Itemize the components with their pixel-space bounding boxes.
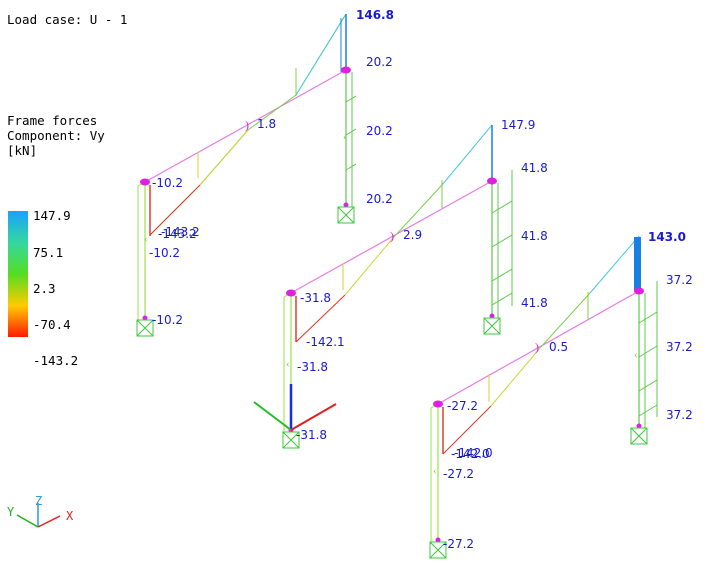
frame-2-left-col-value-3: -31.8 (296, 428, 327, 442)
frame-2-right-col-value-3: 41.8 (521, 296, 548, 310)
legend-tick-max: 147.9 (33, 208, 71, 223)
triad-x-label: X (66, 509, 74, 523)
svg-text:): ) (535, 340, 539, 354)
frame-1-right-col-value-3: 20.2 (366, 192, 393, 206)
frame-1-ridge-mid-value: 1.8 (257, 117, 276, 131)
svg-text:‹: ‹ (286, 358, 290, 370)
frame-3-left-col-value-1: -27.2 (447, 399, 478, 413)
frame-1-left-col-value-3: -10.2 (152, 313, 183, 327)
load-case-label: Load case: U - 1 (7, 12, 128, 27)
frame-2-right-col-value-1: 41.8 (521, 161, 548, 175)
color-scale-bar (8, 211, 28, 337)
frame-1-left-rafter-value: -143.2 (158, 227, 197, 241)
frame-1-right-col-value-1: 20.2 (366, 55, 393, 69)
frame-1: ) ‹ ‹ 146.8 20.2 20.2 20.2 1.8 -10.2 -14… (136, 8, 394, 337)
frame-2-ridge-mid-value: 2.9 (403, 228, 422, 242)
frame-1-right-col-value-2: 20.2 (366, 124, 393, 138)
frame-3-right-col-value-1: 37.2 (666, 273, 693, 287)
frame-2-left-rafter-value: -142.1 (306, 335, 345, 349)
svg-text:‹: ‹ (343, 131, 347, 143)
legend-tick-3: 2.3 (33, 281, 56, 296)
frame-2-left-col-value-2: -31.8 (297, 360, 328, 374)
frame-1-left-rafter-overlap: -143.2 (161, 225, 200, 239)
frame-3: ) ‹ ‹ 143.0 37.2 37.2 37.2 0.5 -27.2 -14… (429, 230, 693, 559)
frame-3-left-col-value-2: -27.2 (443, 467, 474, 481)
frame-2-ridge-top-value: 147.9 (501, 118, 535, 132)
legend-tick-4: -70.4 (33, 317, 71, 332)
frame-3-ridge-mid-value: 0.5 (549, 340, 568, 354)
svg-text:‹: ‹ (433, 465, 437, 477)
frame-3-left-rafter-overlap: -142.0 (454, 446, 493, 460)
legend-component: Component: Vy (7, 128, 105, 143)
frame-3-right-col-value-2: 37.2 (666, 340, 693, 354)
global-axes-gizmo (253, 384, 337, 431)
frame-3-left-col-value-3: -27.2 (443, 537, 474, 551)
frame-3-ridge-top-value: 143.0 (648, 230, 686, 244)
frame-1-left-col-value-2: -10.2 (149, 246, 180, 260)
legend-tick-min: -143.2 (33, 353, 79, 368)
legend-tick-2: 75.1 (33, 245, 64, 260)
svg-text:): ) (245, 118, 249, 132)
frame-3-left-rafter-value: -142.0 (451, 447, 490, 461)
svg-text:): ) (390, 229, 394, 243)
axis-triad (16, 503, 61, 528)
triad-y-label: Y (7, 505, 15, 519)
frame-3-right-col-value-3: 37.2 (666, 408, 693, 422)
frame-1-left-col-value-1: -10.2 (152, 176, 183, 190)
triad-z-label: Z (35, 494, 43, 508)
svg-text:‹: ‹ (634, 349, 638, 361)
frame-2-right-col-value-2: 41.8 (521, 229, 548, 243)
legend-title: Frame forces (7, 113, 98, 128)
frame-1-ridge-top-value: 146.8 (356, 8, 394, 22)
frame-2: ) ‹ 147.9 41.8 41.8 41.8 2.9 -31.8 -142.… (282, 118, 548, 449)
svg-text:‹: ‹ (144, 233, 148, 245)
frame-2-left-col-value-1: -31.8 (300, 291, 331, 305)
legend-unit: [kN] (7, 143, 38, 158)
